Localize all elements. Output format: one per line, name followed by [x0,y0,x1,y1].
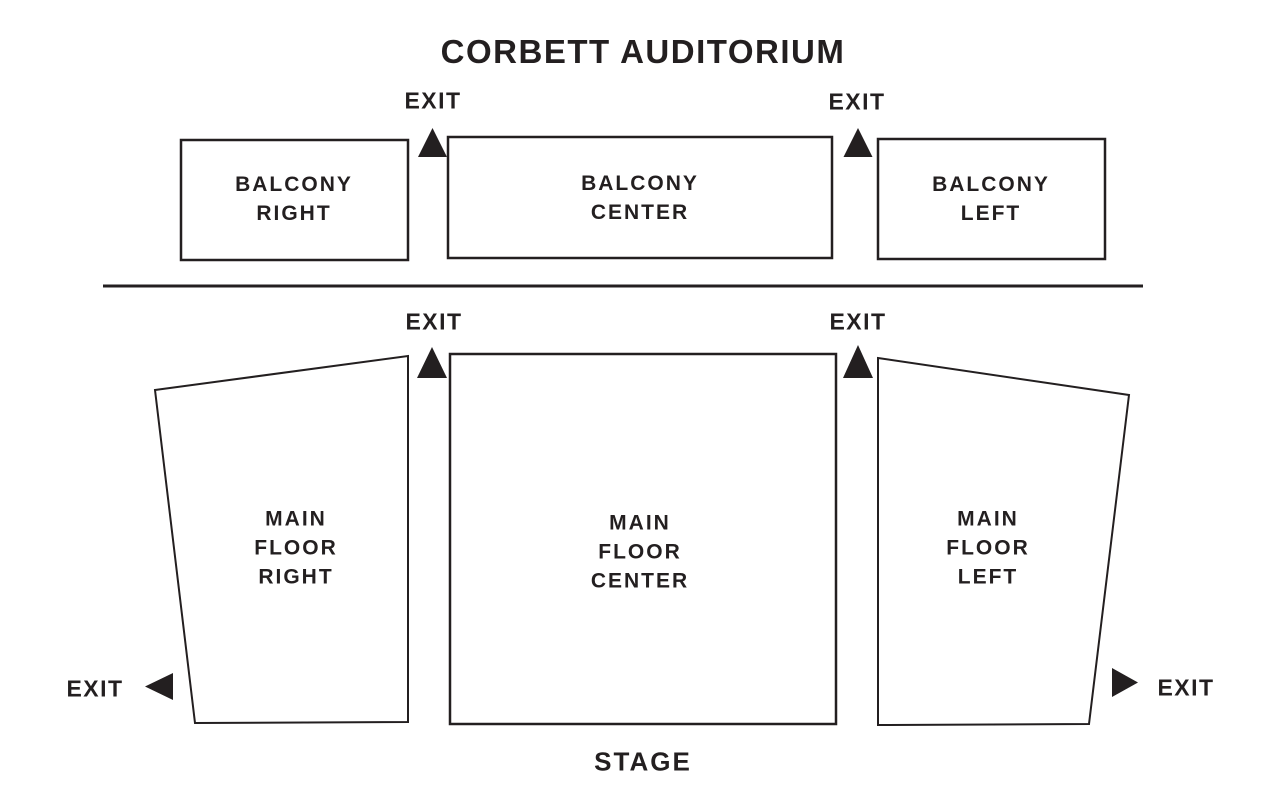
balcony-left-label: BALCONY LEFT [932,173,1050,225]
main-floor-center-label: MAIN FLOOR CENTER [590,511,690,593]
stage-label: STAGE [594,746,692,777]
main-floor-center-section [448,352,838,726]
balcony-left-section [876,137,1107,261]
exit-label-main-right: EXIT [405,308,463,335]
exit-arrow-left-icon [145,673,173,700]
exit-label-balcony-left: EXIT [828,88,886,115]
main-floor-right-label: MAIN FLOOR RIGHT [254,507,338,589]
main-floor-right-section [153,354,409,725]
main-floor-left-label: MAIN FLOOR LEFT [946,507,1030,589]
exit-label-side-left: EXIT [1157,674,1215,701]
balcony-center-section [446,135,834,260]
balcony-right-section [179,138,410,262]
balcony-center-label: BALCONY CENTER [581,172,699,224]
exit-label-balcony-right: EXIT [404,87,462,114]
page-title: CORBETT AUDITORIUM [440,33,846,70]
exit-arrow-up-main-left-icon [843,345,873,378]
main-floor-left-section [877,356,1131,727]
exit-label-main-left: EXIT [829,308,887,335]
exit-arrow-up-balcony-left-icon [843,128,873,157]
balcony-right-label: BALCONY RIGHT [235,173,353,225]
exit-arrow-up-balcony-right-icon [418,128,447,157]
exit-arrow-right-icon [1112,668,1138,697]
exit-arrow-up-main-right-icon [417,347,447,378]
exit-label-side-right: EXIT [66,675,124,702]
